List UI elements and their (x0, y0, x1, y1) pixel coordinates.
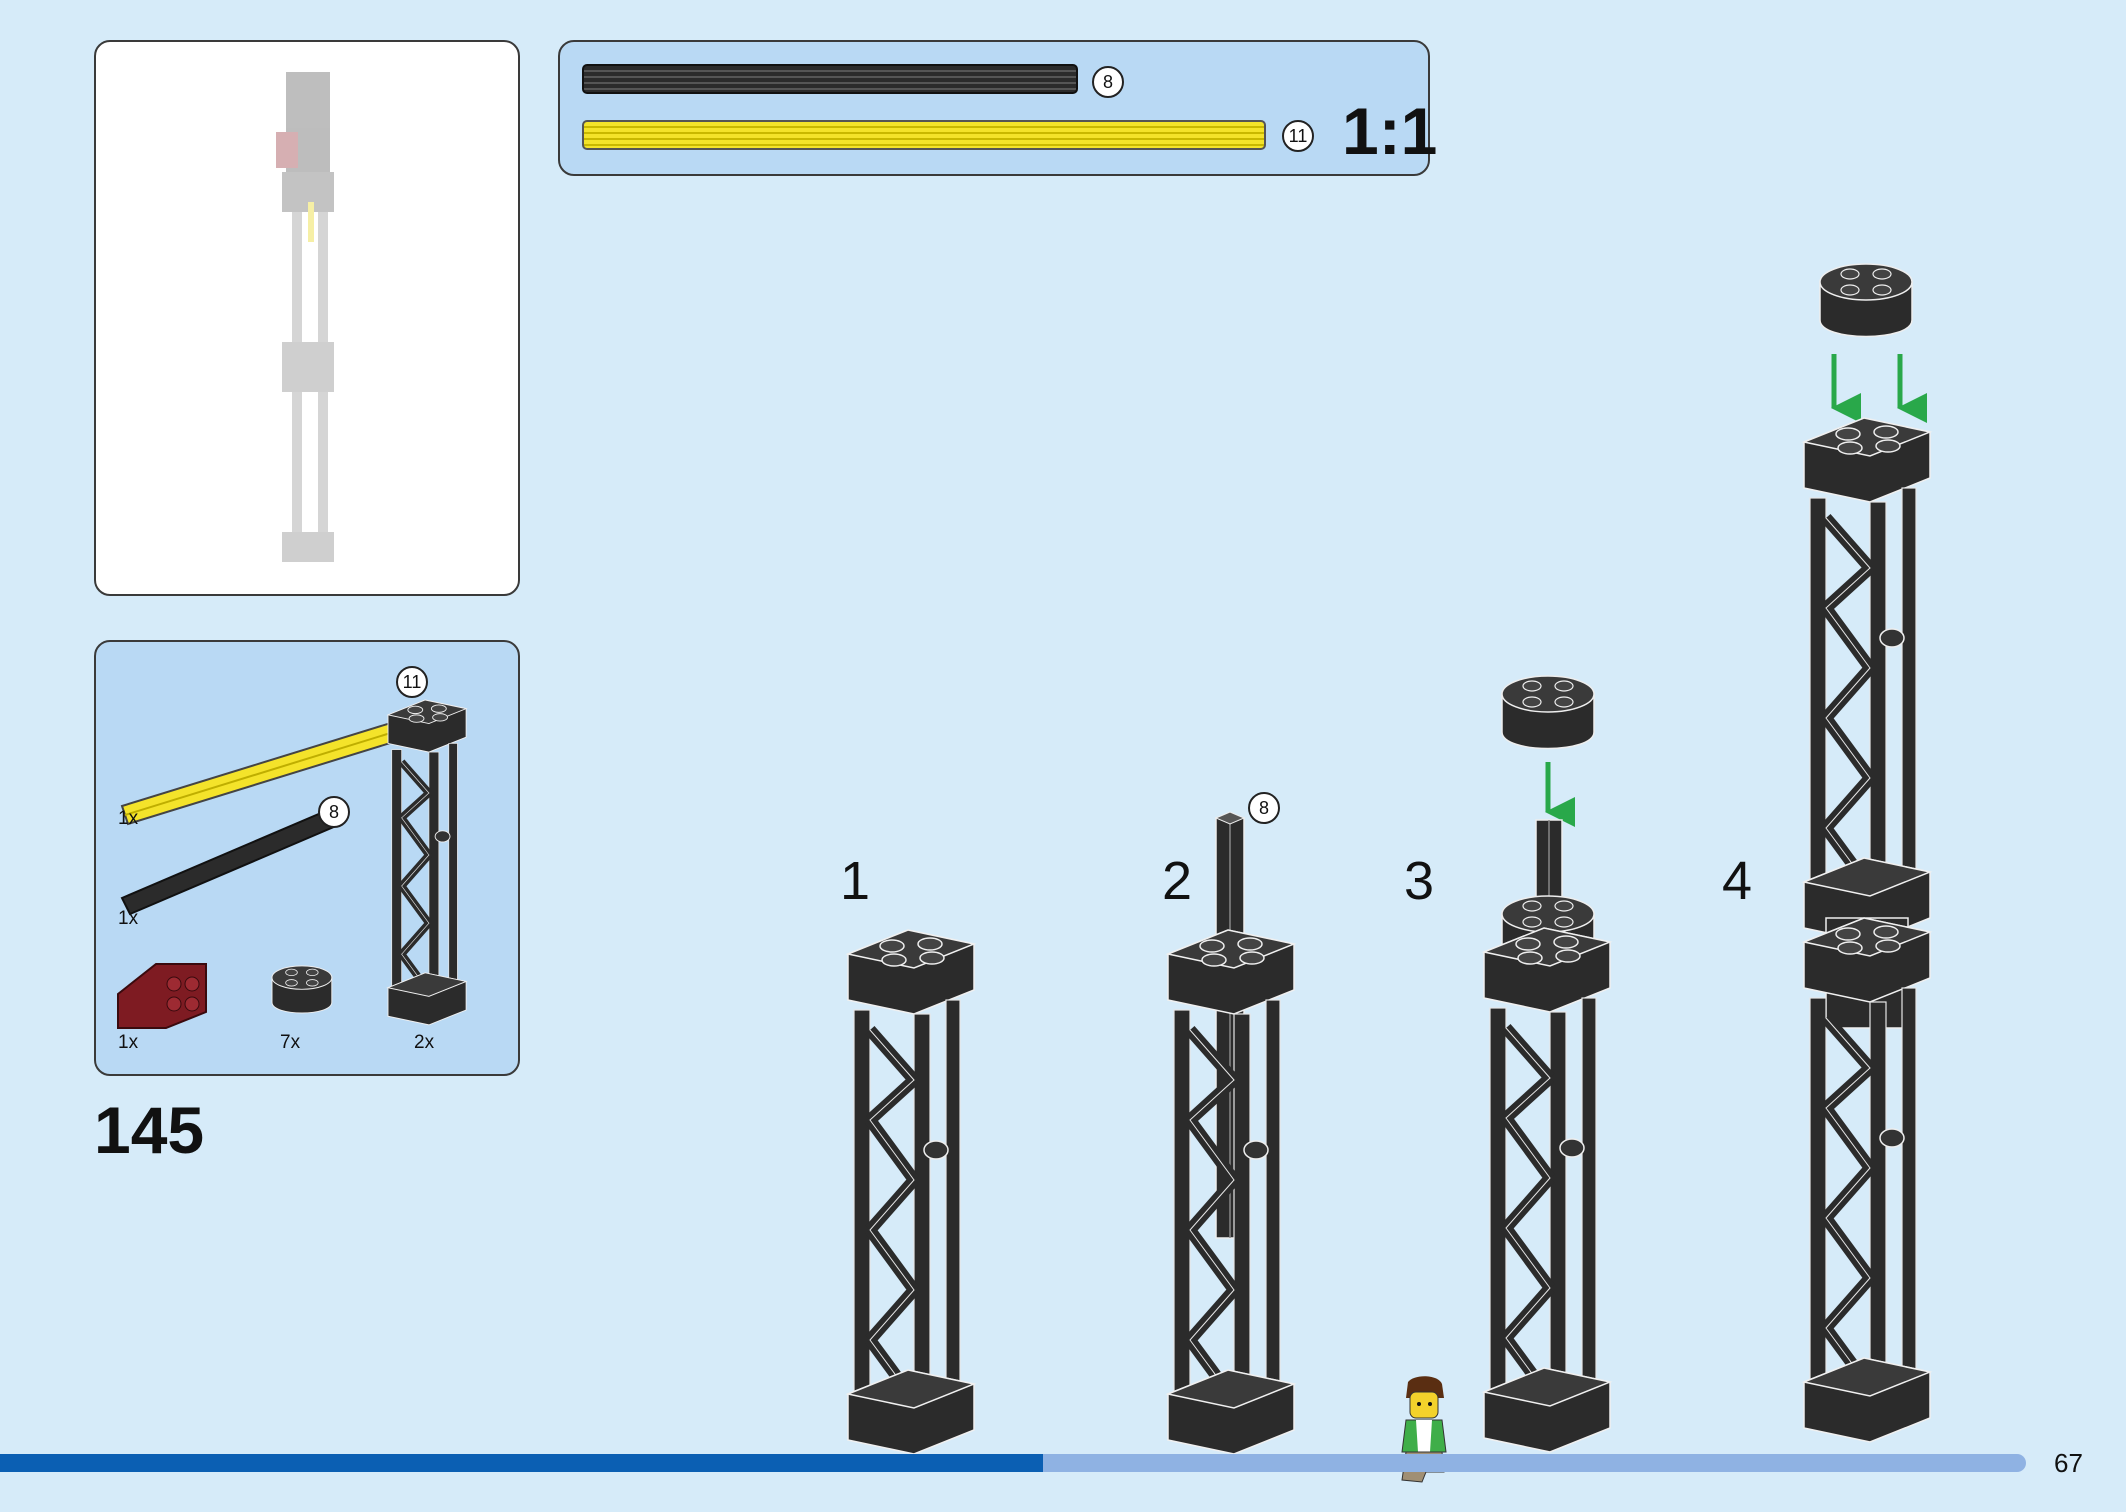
part-length-badge-8: 8 (318, 796, 350, 828)
qty-lattice-support: 2x (414, 1032, 435, 1053)
axle-ruler-panel: 8 11 (558, 40, 1430, 176)
sub-step-1-illustration (848, 930, 974, 1454)
sub-step-3-label: 3 (1404, 851, 1435, 911)
qty-black-axle: 1x (118, 908, 139, 929)
sub-step-3-illustration (1484, 675, 1624, 1470)
sub-step-2-label: 2 (1162, 851, 1193, 911)
step-number: 145 (94, 1093, 205, 1167)
dark-red-bracket-part (117, 963, 207, 1029)
round-brick-part (271, 965, 333, 1014)
page-progress-bar (0, 1454, 2026, 1472)
page-progress-fill (0, 1454, 1044, 1472)
scale-label: 1:1 (1342, 94, 1438, 168)
parts-list-panel: 11 1x 8 1x 1x 7x 2x (94, 640, 520, 1076)
lattice-support-part (388, 700, 466, 1025)
sub-step-2-length-badge: 8 (1248, 792, 1280, 824)
sub-step-4-illustration (1804, 263, 1944, 1458)
length-badge-8: 8 (1092, 66, 1124, 98)
part-length-badge-11: 11 (396, 666, 428, 698)
qty-round-brick: 7x (280, 1032, 301, 1053)
sub-step-4-label: 4 (1722, 851, 1753, 911)
overview-panel (94, 40, 520, 596)
qty-bracket: 1x (118, 1032, 139, 1053)
length-badge-11: 11 (1282, 120, 1314, 152)
model-overview-illustration (276, 72, 334, 562)
page-number: 67 (2054, 1448, 2083, 1478)
qty-yellow-axle: 1x (118, 808, 139, 829)
sub-step-2-illustration (1168, 811, 1294, 1432)
black-axle-rod (582, 64, 1078, 94)
yellow-axle-rod (582, 120, 1266, 150)
sub-step-1-label: 1 (840, 851, 871, 911)
